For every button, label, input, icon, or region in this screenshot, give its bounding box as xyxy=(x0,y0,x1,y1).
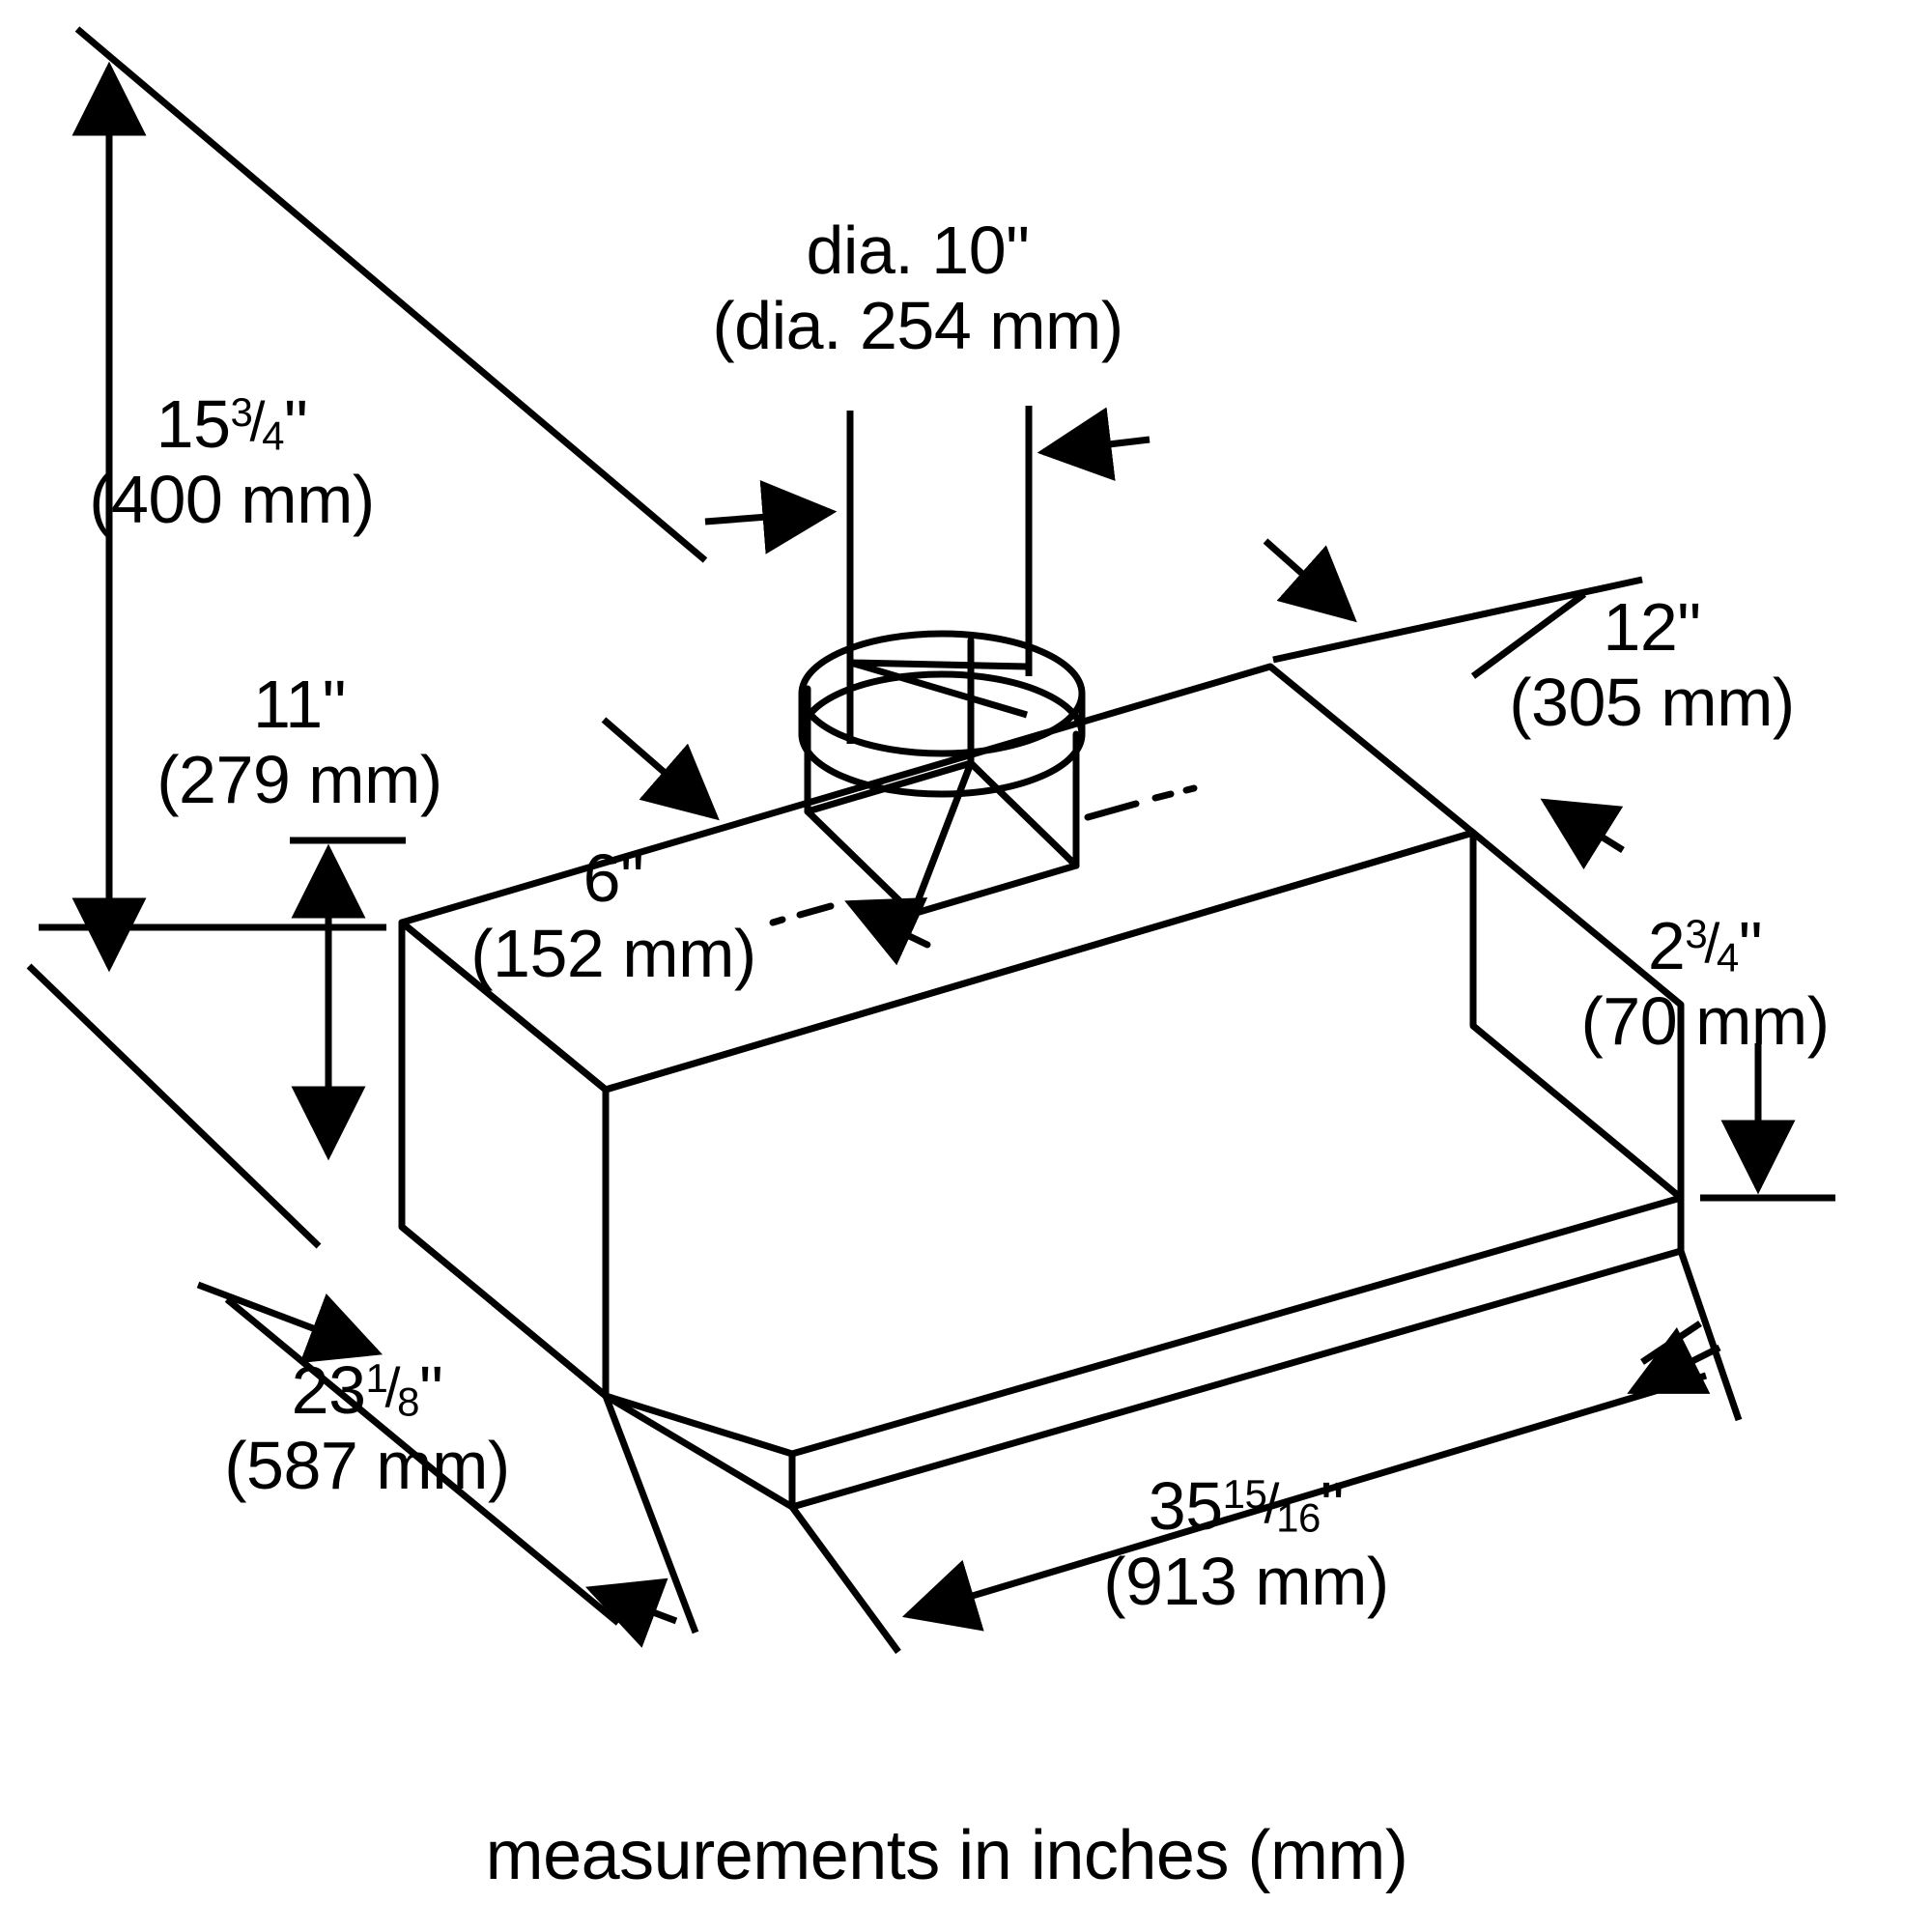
duct-diameter-label: dia. 10" (dia. 254 mm) xyxy=(712,213,1123,364)
overall-depth-leader xyxy=(224,1296,699,1634)
front-lip-imperial: 23/4" xyxy=(1647,908,1763,983)
overall-width-imperial: 3515/16" xyxy=(1148,1468,1345,1544)
overall-width-dimension xyxy=(789,1249,1743,1655)
top-depth-label: 12" (305 mm) xyxy=(1509,589,1795,741)
duct-diameter-dimension xyxy=(704,406,1151,744)
front-lip-height-label: 23/4" (70 mm) xyxy=(1488,908,1922,1060)
overall-depth-dimension xyxy=(26,963,678,1648)
overall-height-imperial: 153/4" xyxy=(156,386,308,462)
hood-body-outline xyxy=(398,663,1685,1511)
overall-depth-imperial: 231/8" xyxy=(291,1352,443,1428)
body-height-dimension xyxy=(290,837,406,1161)
top-depth-dimension xyxy=(1263,538,1643,679)
overall-width-label: 3515/16" (913 mm) xyxy=(908,1468,1584,1620)
duct-dashed-leader xyxy=(1084,784,1198,821)
measurement-units-caption: measurements in inches (mm) xyxy=(485,1817,1408,1894)
front-lip-dimension xyxy=(1540,798,1835,1202)
duct-offset-label: 6" (152 mm) xyxy=(470,840,756,992)
body-height-label: 11" (279 mm) xyxy=(156,667,442,818)
overall-height-label: 153/4" (400 mm) xyxy=(19,386,444,538)
duct-offset-dimension xyxy=(601,717,928,966)
duct-collar-icon xyxy=(798,630,1086,798)
overall-depth-label: 231/8" (587 mm) xyxy=(126,1352,609,1504)
duct-dashed-leader-lower xyxy=(769,902,835,926)
